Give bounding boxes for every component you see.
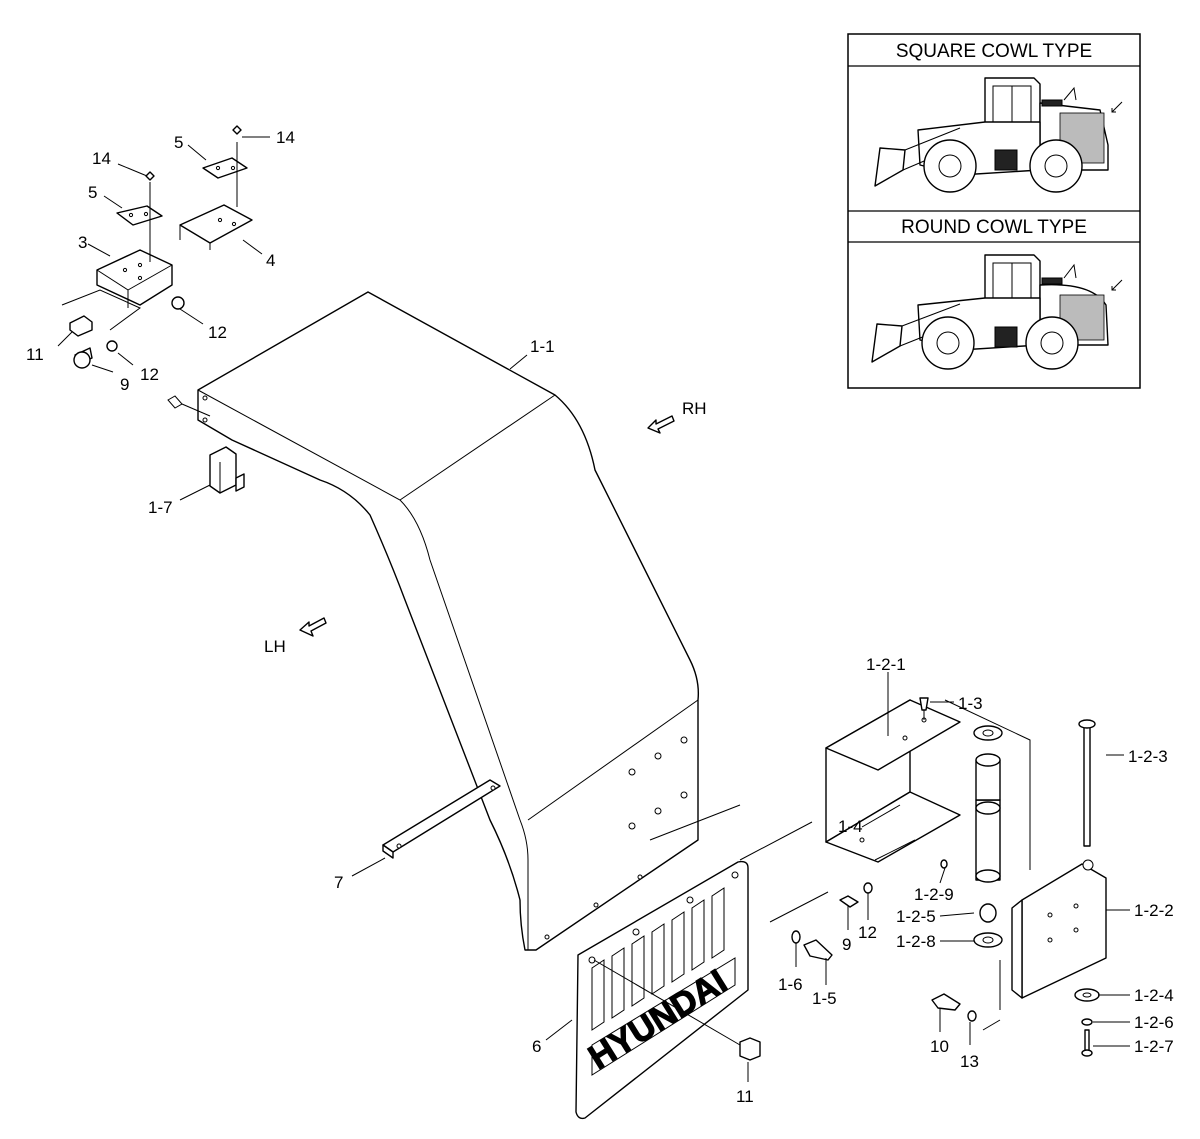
label-1-2-1: 1-2-1 bbox=[866, 655, 906, 674]
fender-body bbox=[197, 291, 700, 951]
label-1-2-9: 1-2-9 bbox=[914, 885, 954, 904]
label-9b: 9 bbox=[842, 935, 851, 954]
label-5a: 5 bbox=[88, 183, 97, 202]
part-labels: 14 5 14 5 3 4 11 12 12 9 1-1 1-7 7 6 11 … bbox=[26, 128, 1174, 1106]
label-1-2-3: 1-2-3 bbox=[1128, 747, 1168, 766]
arrow-rh-icon bbox=[647, 415, 675, 434]
arrow-lh-icon bbox=[299, 617, 327, 637]
label-9a: 9 bbox=[120, 375, 129, 394]
loader-round-cowl-illustration bbox=[871, 254, 1123, 370]
label-4: 4 bbox=[266, 251, 275, 270]
mount-assembly-1-2 bbox=[649, 697, 1107, 1057]
fender-holes bbox=[202, 395, 688, 940]
label-12b: 12 bbox=[140, 365, 159, 384]
direction-lh: LH bbox=[264, 617, 327, 656]
label-1-2-7: 1-2-7 bbox=[1134, 1037, 1174, 1056]
leader-lines bbox=[57, 136, 1130, 1082]
label-1-7: 1-7 bbox=[148, 498, 173, 517]
label-1-3: 1-3 bbox=[958, 694, 983, 713]
direction-label-rh: RH bbox=[682, 399, 707, 418]
bar-part-7 bbox=[382, 779, 501, 859]
label-1-2-8: 1-2-8 bbox=[896, 932, 936, 951]
inset-panel: SQUARE COWL TYPE ROUND COWL TYPE bbox=[847, 33, 1141, 389]
label-5b: 5 bbox=[174, 133, 183, 152]
label-1-1: 1-1 bbox=[530, 337, 555, 356]
label-6: 6 bbox=[532, 1037, 541, 1056]
inset-title-square: SQUARE COWL TYPE bbox=[896, 41, 1092, 62]
label-1-2-5: 1-2-5 bbox=[896, 907, 936, 926]
label-1-6: 1-6 bbox=[778, 975, 803, 994]
direction-rh: RH bbox=[647, 399, 707, 434]
label-1-2-6: 1-2-6 bbox=[1134, 1013, 1174, 1032]
bracket-part-1-7 bbox=[167, 395, 245, 494]
label-11a: 11 bbox=[26, 345, 44, 364]
direction-label-lh: LH bbox=[264, 637, 286, 656]
label-10: 10 bbox=[930, 1037, 949, 1056]
label-7: 7 bbox=[334, 873, 343, 892]
label-12a: 12 bbox=[208, 323, 227, 342]
label-13: 13 bbox=[960, 1052, 979, 1071]
label-14b: 14 bbox=[276, 128, 295, 147]
loader-square-cowl-illustration bbox=[874, 77, 1123, 193]
top-brackets bbox=[61, 125, 253, 369]
label-1-2-4: 1-2-4 bbox=[1134, 986, 1174, 1005]
label-1-2-2: 1-2-2 bbox=[1134, 901, 1174, 920]
label-1-5: 1-5 bbox=[812, 989, 837, 1008]
inset-title-round: ROUND COWL TYPE bbox=[901, 217, 1087, 238]
bolt-part-11-lower bbox=[593, 959, 761, 1061]
label-3: 3 bbox=[78, 233, 87, 252]
label-11b: 11 bbox=[736, 1087, 754, 1106]
label-1-4: 1-4 bbox=[838, 817, 863, 836]
label-14a: 14 bbox=[92, 149, 111, 168]
label-12c: 12 bbox=[858, 923, 877, 942]
